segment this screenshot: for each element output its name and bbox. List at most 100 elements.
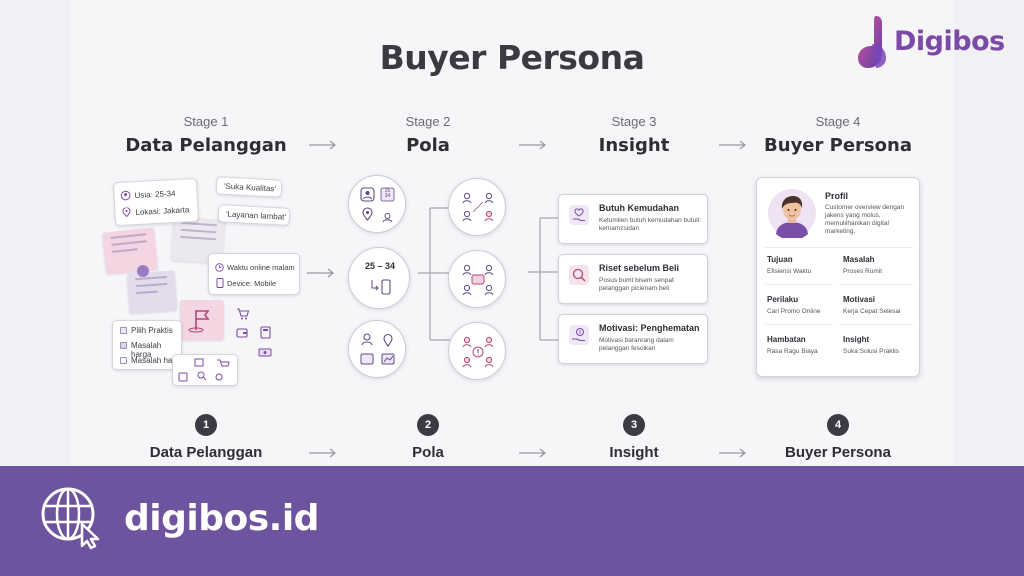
persona-field-label: Tujuan: [767, 255, 793, 264]
step-number-badge: 3: [623, 414, 645, 436]
online-time-text: Waktu online malam: [227, 263, 295, 272]
checklist-item: Masalah harga: [131, 356, 179, 365]
cart-icon: [237, 308, 250, 320]
behavior-icons: [360, 333, 395, 365]
persona-field-value: Rasa Ragu Biaya: [767, 348, 818, 355]
step-number-badge: 4: [827, 414, 849, 436]
stage-3-name: Insight: [598, 135, 670, 156]
pattern-circle-group-c: [448, 322, 506, 380]
people-network-icon: [462, 192, 494, 222]
stage-3-label: Stage 3: [611, 114, 657, 129]
stage-1-label: Stage 1: [183, 114, 229, 129]
insight-card: Motivasi: Penghematan Motivasi baranrang…: [558, 314, 708, 364]
stage-1-name: Data Pelanggan: [125, 135, 287, 156]
shopping-icons: [178, 358, 230, 382]
pin-icon: [137, 265, 149, 277]
brand-logo: Digibos: [856, 14, 1006, 70]
calculator-icon: [260, 326, 271, 339]
arrow-right-icon: [719, 140, 747, 150]
checkbox-icon: [120, 342, 127, 349]
wallet-icon: [236, 328, 248, 338]
money-hand-icon-svg: [572, 328, 585, 341]
age-top: 25: [384, 188, 391, 194]
step-number-badge: 2: [417, 414, 439, 436]
step-number-badge: 1: [195, 414, 217, 436]
arrow-right-icon: [309, 448, 337, 458]
insight-body: Ketumlien butuh kemudahan butuli: kemamz…: [599, 217, 701, 232]
connector-lines: [418, 207, 450, 341]
step-name: Pola: [412, 444, 444, 461]
flag-icon: [188, 310, 210, 333]
persona-field-value: Efisiensi Waktu: [767, 268, 812, 275]
stage-2-name: Pola: [406, 135, 450, 156]
quote-text: 'Suka Kualitas': [223, 181, 277, 194]
persona-field-value: Suka Solusi Praktis: [843, 348, 899, 355]
step-name: Buyer Persona: [785, 444, 891, 461]
divider: [841, 284, 913, 285]
sticky-note: [101, 227, 159, 275]
persona-field-label: Perilaku: [767, 295, 799, 304]
arrow-right-icon: [307, 268, 335, 278]
checklist-item: Pilih Praktis: [131, 326, 173, 335]
shopping-icons-card: [172, 354, 238, 386]
insight-card: Riset sebelum Beli Posus bumt bisem senp…: [558, 254, 708, 304]
pattern-circle-behavior: [348, 320, 406, 378]
step-name: Insight: [609, 444, 659, 461]
arrow-right-icon: [719, 448, 747, 458]
age-bottom: 34: [384, 193, 391, 199]
insight-body: Posus bumt bisem senpat pelanggan picien…: [599, 277, 674, 292]
insight-connector-lines: [528, 217, 558, 341]
flag-note: [180, 300, 224, 340]
quote-card: 'Layanan lambat': [217, 204, 291, 226]
insight-body: Motivasi baranrang dalam pelanggan fesoi…: [599, 337, 674, 352]
arrow-right-icon: [519, 448, 547, 458]
arrow-right-icon: [519, 140, 547, 150]
location-icon: [122, 207, 131, 218]
pattern-circle-age: 25 – 34: [348, 247, 410, 309]
globe-cursor-icon: [41, 487, 100, 550]
age-text: Usia: 25-34: [134, 188, 176, 201]
arrow-right-icon: [309, 140, 337, 150]
age-range-text: 25 – 34: [364, 261, 396, 271]
quote-text: 'Layanan lambat': [225, 209, 287, 222]
pattern-circle-group-b: [448, 250, 506, 308]
checklist-card: Pilih Praktis Masalah harga Masalah harg…: [112, 320, 182, 370]
location-text: Lokasi: Jakarta: [135, 205, 190, 218]
insight-title: Motivasi: Penghematan: [599, 323, 700, 333]
divider: [765, 324, 833, 325]
profile-data-card: Usia: 25-34 Lokasi: Jakarta: [112, 177, 200, 227]
footer-url[interactable]: digibos.id: [124, 498, 319, 539]
avatar: [768, 189, 816, 238]
divider: [765, 247, 913, 248]
sticky-note: [126, 270, 178, 314]
activity-card: Waktu online malam Device: Mobile: [208, 253, 300, 295]
device-text: Device: Mobile: [227, 279, 277, 288]
step-name: Data Pelanggan: [149, 444, 263, 461]
money-hand-icon: [569, 325, 589, 345]
page-title: Buyer Persona: [379, 38, 645, 77]
stage-2-label: Stage 2: [405, 114, 451, 129]
user-icon: [120, 190, 131, 201]
checkbox-icon: [120, 357, 127, 364]
stage-4-name: Buyer Persona: [764, 135, 912, 156]
pattern-circle-group-a: [448, 178, 506, 236]
insight-title: Riset sebelum Beli: [599, 263, 680, 273]
people-alert-icon: [462, 336, 494, 368]
persona-field-value: Kerja Cepat Selesai: [843, 308, 901, 315]
magnifier-icon-svg: [572, 268, 586, 282]
footer-banner: digibos.id: [0, 466, 1024, 576]
mobile-redirect-icon: [371, 279, 391, 295]
persona-field-label: Hambatan: [767, 335, 806, 344]
persona-field-label: Insight: [843, 335, 870, 344]
brand-name: Digibos: [894, 26, 1005, 57]
cash-icon: [258, 348, 272, 357]
persona-heading: Profil: [825, 191, 849, 201]
demographic-icons: [360, 187, 395, 223]
stage-4-label: Stage 4: [815, 114, 861, 129]
checklist-item: Masalah harga: [131, 341, 162, 359]
persona-field-value: Cari Promo Online: [767, 308, 821, 315]
quote-card: 'Suka Kualitas': [215, 176, 283, 198]
divider: [765, 284, 833, 285]
heart-hand-icon: [569, 205, 589, 225]
